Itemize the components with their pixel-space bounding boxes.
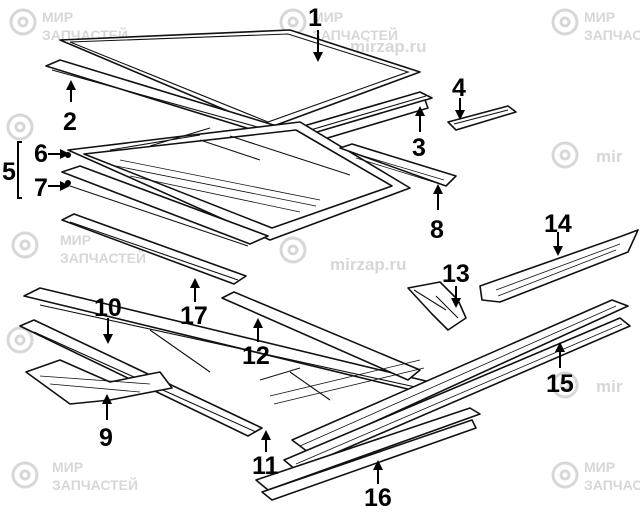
callout-15: 15 [546, 370, 574, 398]
callout-17: 17 [180, 302, 208, 330]
watermark-line2: ЗАПЧАСТЕЙ [60, 249, 146, 266]
callout-12: 12 [242, 342, 270, 370]
callout-6: 6 [34, 140, 48, 168]
callout-9: 9 [99, 424, 113, 452]
watermarks: МИР ЗАПЧАСТЕЙ МИР ЗАПЧАСТЕЙ МИР ЗАПЧАСТЕ… [6, 8, 640, 493]
callout-8: 8 [430, 216, 444, 244]
watermark-logo [6, 326, 34, 354]
watermark-logo [551, 461, 579, 489]
callout-labels: 1 2 3 4 5 6 7 8 9 10 11 12 13 14 15 16 1… [2, 4, 574, 512]
callout-11: 11 [252, 452, 279, 480]
part-drive-track [479, 229, 639, 303]
watermark-short: mir [596, 377, 623, 396]
watermark-logo [11, 461, 39, 489]
part-drain-bracket [25, 359, 173, 405]
callout-4: 4 [452, 74, 466, 102]
watermark-logo [6, 113, 34, 141]
callout-13: 13 [442, 260, 470, 288]
callout-14: 14 [544, 210, 572, 238]
callout-5: 5 [2, 158, 16, 186]
watermark-line2: ЗАПЧАСТЕЙ [52, 476, 138, 493]
callout-3: 3 [412, 134, 426, 162]
watermark-site: mirzap.ru [330, 255, 407, 274]
watermark-logo [551, 141, 579, 169]
watermark-logo [9, 8, 37, 36]
callout-2: 2 [63, 108, 77, 136]
watermark-logo [551, 371, 579, 399]
watermark-line1: МИР [584, 459, 615, 475]
watermark-line1: МИР [312, 9, 343, 25]
watermark-line1: МИР [584, 9, 615, 25]
callout-10: 10 [94, 294, 122, 322]
watermark-short: mir [596, 147, 623, 166]
part-side-rail [339, 143, 457, 187]
part-lower-seal [255, 407, 481, 501]
watermark-line1: МИР [52, 459, 83, 475]
part-long-rail [283, 299, 631, 471]
watermark-line2: ЗАПЧАСТЕЙ [584, 476, 640, 493]
watermark-line2: ЗАПЧАСТЕЙ [584, 26, 640, 43]
watermark-line1: МИР [42, 9, 73, 25]
watermark-logo [551, 8, 579, 36]
callout-1: 1 [308, 4, 322, 32]
part-deflector-bracket [447, 105, 517, 131]
watermark-site: mirzap.ru [350, 37, 427, 56]
part-sunroof-frame [61, 121, 411, 247]
callout-7: 7 [34, 174, 48, 202]
callout-16: 16 [364, 484, 392, 512]
watermark-line1: МИР [60, 232, 91, 248]
part-glass-panel [59, 29, 421, 129]
part-cable-bracket [407, 281, 467, 331]
leaders [17, 30, 565, 484]
watermark-line2: ЗАПЧАСТЕЙ [312, 26, 398, 43]
watermark-logo [279, 236, 307, 264]
part-front-trim [61, 213, 247, 285]
watermark-logo [11, 231, 39, 259]
